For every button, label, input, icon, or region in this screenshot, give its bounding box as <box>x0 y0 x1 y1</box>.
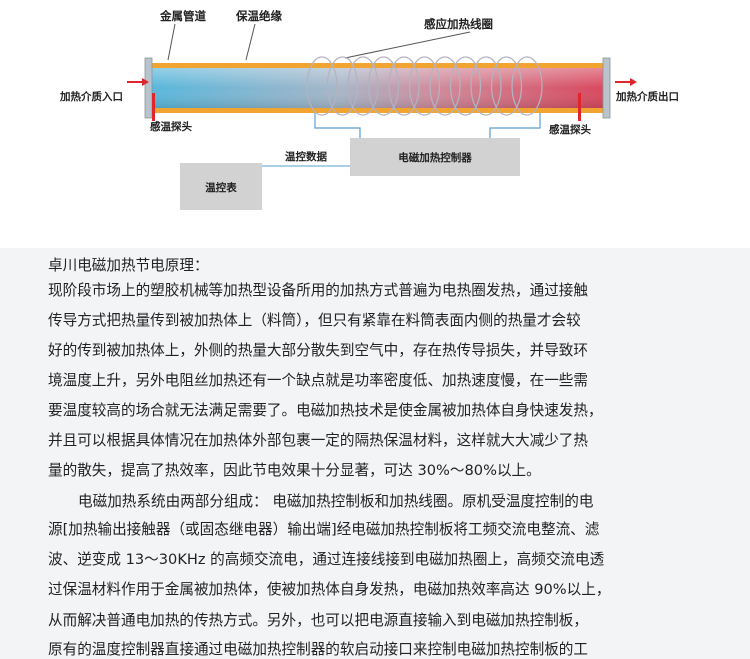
label-insulation: 保温绝缘 <box>235 9 282 23</box>
coil-loop <box>408 56 441 116</box>
article-line: 境温度上升，另外电阻丝加热还有一个缺点就是功率密度低、加热速度慢，在一些需 <box>48 372 588 389</box>
outlet-arrow <box>615 78 637 86</box>
article-line: 原有的温度控制器直接通过电磁加热控制器的软启动接口来控制电磁加热控制板的工 <box>48 641 588 658</box>
article-text: 卓川电磁加热节电原理： 现阶段市场上的塑胶机械等加热型设备所用的加热方式普遍为电热… <box>0 248 750 658</box>
inlet-arrow <box>127 78 149 86</box>
label-coil: 感应加热线圈 <box>424 17 493 31</box>
wire-coil-left <box>314 113 361 140</box>
coil-loop <box>326 56 359 116</box>
article-heading: 卓川电磁加热节电原理： <box>48 257 209 274</box>
coil-loop <box>490 56 523 116</box>
sensor-probe-left <box>152 93 155 121</box>
coil-loop <box>511 56 543 116</box>
controller-box <box>350 138 520 176</box>
induction-heating-diagram: 金属管道 保温绝缘 感应加热线圈 加热介质入口 加热介质出口 感温探头 感温探头… <box>0 0 750 248</box>
label-inlet: 加热介质入口 <box>59 90 123 103</box>
coil-loop <box>388 56 420 116</box>
label-controller: 电磁加热控制器 <box>398 151 472 164</box>
label-metal-pipe: 金属管道 <box>159 9 206 23</box>
article-line: 现阶段市场上的塑胶机械等加热型设备所用的加热方式普遍为电热圈发热，通过接触 <box>48 282 588 299</box>
coil-loop <box>347 56 379 116</box>
label-temp-data: 温控数据 <box>285 150 327 163</box>
flange-right <box>602 57 611 119</box>
article-line: 量的散失，提高了热效率，因此节电效果十分显著，可达 30%～80%以上。 <box>48 462 541 479</box>
insulation-bottom <box>150 108 605 113</box>
sensor-probe-right <box>578 93 581 121</box>
article-line: 并且可以根据具体情况在加热体外部包裹一定的隔热保温材料，这样就大大减少了热 <box>48 432 588 449</box>
coil-loop <box>449 56 482 116</box>
article-line: 源[加热输出接触器（或固态继电器）输出端]经电磁加热控制板将工频交流电整流、滤 <box>48 521 600 538</box>
label-sensor-right: 感温探头 <box>549 123 591 136</box>
label-sensor-left: 感温探头 <box>150 120 192 133</box>
article-line: 波、逆变成 13～30KHz 的高频交流电，通过连接线接到电磁加热圈上，高频交流… <box>48 551 605 568</box>
thermostat-box <box>180 163 262 210</box>
article-line: 从而解决普通电加热的传热方式。另外，也可以把电源直接输入到电磁加热控制板， <box>48 612 588 629</box>
leader-insulation <box>245 23 256 61</box>
insulation-top <box>150 63 605 68</box>
wire-coil-right <box>489 113 541 140</box>
coil-loop <box>367 56 400 116</box>
leader-coil <box>344 31 471 59</box>
flange-left <box>144 57 153 119</box>
coil-loop <box>429 56 461 116</box>
article-line: 电磁加热系统由两部分组成： 电磁加热控制板和加热线圈。原机受温度控制的电 <box>78 493 594 510</box>
coil-loop <box>470 56 502 116</box>
leader-metal-pipe <box>167 23 176 61</box>
coil-loop <box>306 56 338 116</box>
article-line: 过保温材料作用于金属被加热体，使被加热体自身发热，电磁加热效率高达 90%以上， <box>48 581 611 598</box>
article-line: 要温度较高的场合就无法满足需要了。电磁加热技术是使金属被加热体自身快速发热， <box>48 402 603 419</box>
article-line: 好的传到被加热体上，外侧的热量大部分散失到空气中，存在热传导损失，并导致环 <box>48 342 588 359</box>
article-line: 传导方式把热量传到被加热体上（料筒），但只有紧靠在料筒表面内侧的热量才会较 <box>48 312 581 329</box>
label-outlet: 加热介质出口 <box>615 90 679 103</box>
induction-coil <box>306 56 543 116</box>
label-thermostat: 温控表 <box>205 181 237 194</box>
